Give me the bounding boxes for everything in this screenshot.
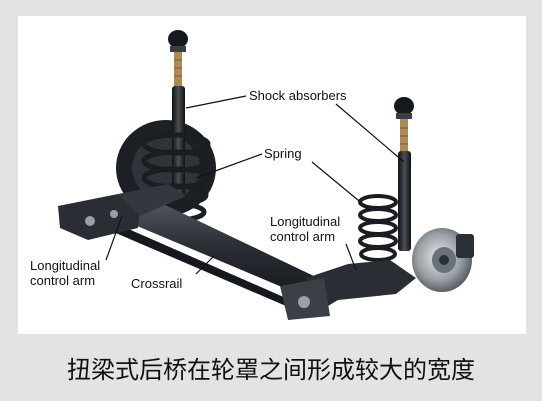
label-crossrail: Crossrail [131,276,183,291]
label-longitudinal-control-arm-left: Longitudinal control arm [30,258,101,288]
caption: 扭梁式后桥在轮罩之间形成较大的宽度 [67,356,475,384]
label-spring: Spring [264,146,302,161]
label-longitudinal-control-arm-right: Longitudinal control arm [270,214,341,244]
left-control-arm [58,184,186,240]
leader-control-arm-left [105,215,123,261]
leader-control-arm-right [345,243,357,271]
twist-beam-axle-drawing [58,30,474,320]
right-brake-disc [412,228,474,292]
suspension-illustration: Shock absorbers Spring Longitudinal cont… [18,16,526,334]
leader-shock-left [185,95,247,109]
leader-shock-right [335,103,405,163]
right-control-arm [280,260,416,320]
leader-crossrail [195,255,215,275]
left-coil-spring [141,132,211,223]
label-shock-absorbers: Shock absorbers [249,88,347,103]
leader-lines [105,95,405,275]
leader-spring-left [195,153,263,179]
right-shock-absorber [394,97,414,251]
leader-spring-right [311,161,371,211]
